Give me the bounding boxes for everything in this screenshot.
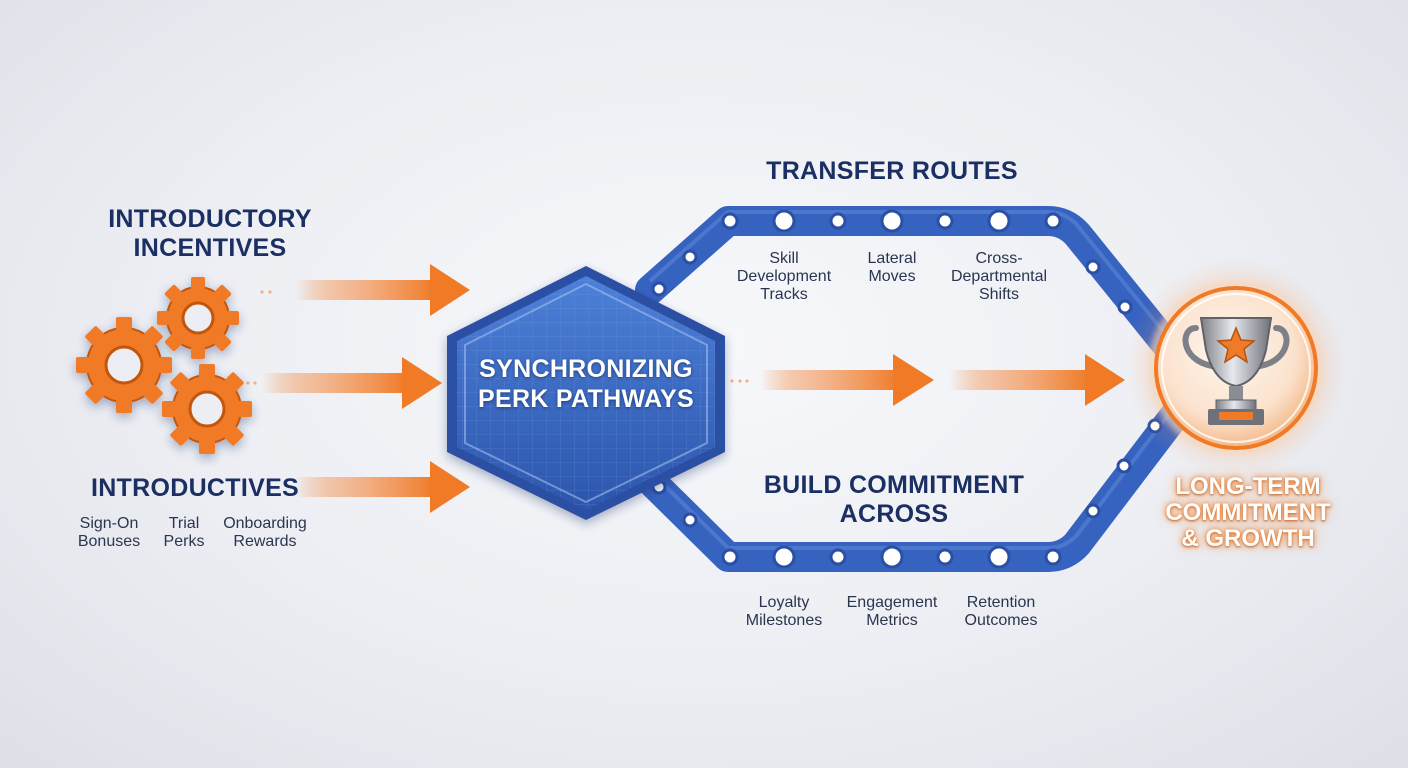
introductory-incentives-heading: INTRODUCTORY INCENTIVES [108, 205, 312, 262]
top-item-lateral-moves: Lateral Moves [867, 250, 917, 285]
top-item-skill-development-tracks: Skill Development Tracks [736, 250, 832, 303]
introductives-heading: INTRODUCTIVES [90, 474, 300, 502]
left-item-trial-perks: Trial Perks [163, 515, 205, 550]
bottom-item-retention-outcomes: Retention Outcomes [964, 594, 1038, 629]
left-item-onboarding-rewards: Onboarding Rewards [223, 515, 307, 550]
arrow-middle-left [262, 357, 442, 409]
arrow-top-left [295, 264, 470, 316]
left-item-sign-on-bonuses: Sign-On Bonuses [77, 515, 141, 550]
trophy-icon [1182, 317, 1290, 425]
top-item-cross-departmental-shifts: Cross- Departmental Shifts [950, 250, 1048, 303]
goal-badge [1126, 258, 1346, 478]
bottom-item-engagement-metrics: Engagement Metrics [846, 594, 938, 629]
goal-title: LONG-TERM COMMITMENT & GROWTH [1165, 473, 1331, 552]
gears-icon [76, 277, 252, 454]
hub-title: SYNCHRONIZING PERK PATHWAYS [478, 355, 694, 413]
flow-arrows [246, 264, 1125, 513]
build-commitment-heading: BUILD COMMITMENT ACROSS [763, 471, 1025, 528]
hexagon-hub [447, 266, 725, 520]
bottom-item-loyalty-milestones: Loyalty Milestones [745, 594, 823, 629]
arrow-center-1 [760, 354, 934, 406]
transfer-routes-heading: TRANSFER ROUTES [766, 157, 1018, 185]
arrow-bottom-left [295, 461, 470, 513]
arrow-center-2 [950, 354, 1125, 406]
